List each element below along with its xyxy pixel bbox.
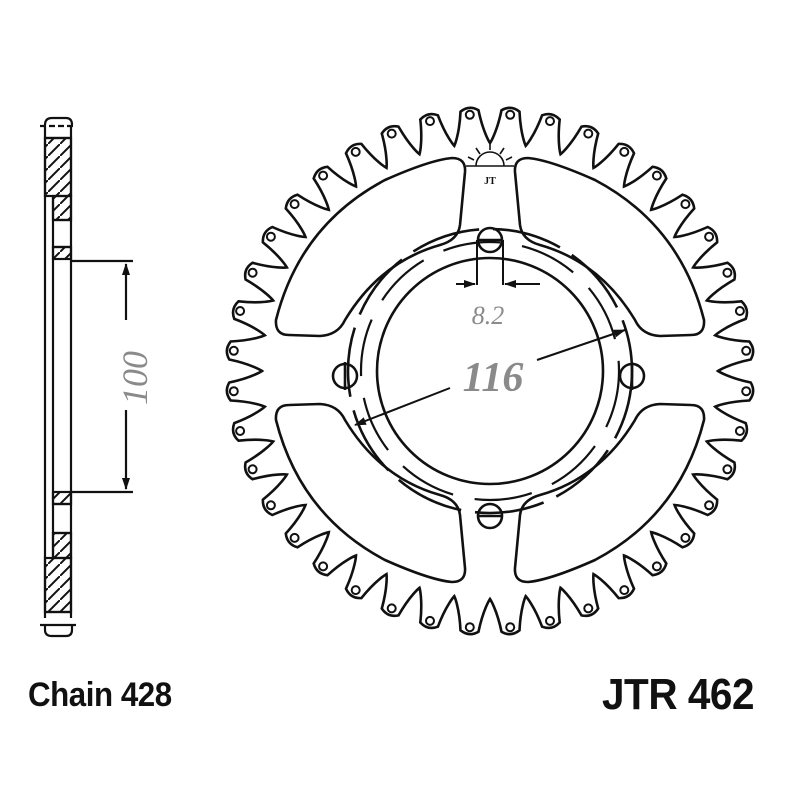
tooth-tip-mark bbox=[505, 622, 516, 633]
tooth-tip-mark bbox=[235, 306, 246, 316]
cutout-bottom-right bbox=[513, 402, 706, 584]
dimension-116: 116 bbox=[463, 355, 524, 401]
tooth-tip-mark bbox=[722, 464, 733, 475]
tooth-tip-mark bbox=[704, 500, 715, 511]
tooth-tip-mark bbox=[545, 116, 555, 127]
tooth-tip-mark bbox=[350, 585, 361, 596]
tooth-tip-mark bbox=[464, 622, 475, 633]
tooth-tip-mark bbox=[545, 615, 555, 626]
bolt-circle-dimension bbox=[354, 329, 626, 426]
bolt-circle bbox=[359, 240, 621, 502]
tooth-tip-mark bbox=[318, 170, 329, 181]
dimension-100: 100 bbox=[115, 351, 155, 405]
tooth-tip-mark bbox=[289, 532, 300, 543]
tooth-tip-mark bbox=[505, 109, 516, 120]
tooth-tip-mark bbox=[680, 532, 691, 543]
tooth-tip-mark bbox=[741, 345, 752, 356]
tooth-tip-mark bbox=[386, 128, 397, 139]
part-number-label: JTR 462 bbox=[602, 670, 755, 719]
tooth-tip-mark bbox=[265, 231, 276, 242]
tooth-tip-mark bbox=[235, 426, 246, 436]
tooth-tip-mark bbox=[386, 603, 397, 614]
tooth-tip-mark bbox=[289, 199, 300, 210]
cutout-top-left bbox=[274, 156, 467, 338]
tooth-tip-mark bbox=[247, 464, 258, 475]
tooth-tip-mark bbox=[722, 267, 733, 278]
tooth-tip-mark bbox=[734, 306, 745, 316]
tooth-tip-mark bbox=[651, 561, 662, 572]
bolt-hole-dimension bbox=[456, 240, 540, 288]
tooth-tip-mark bbox=[619, 585, 630, 596]
tooth-tip-mark bbox=[464, 109, 475, 120]
tooth-tip-mark bbox=[318, 561, 329, 572]
side-view bbox=[40, 116, 133, 638]
tooth-tip-mark bbox=[425, 615, 435, 626]
chain-size-label: Chain 428 bbox=[28, 676, 172, 714]
tooth-gap-marks bbox=[228, 109, 752, 633]
tooth-tip-mark bbox=[704, 231, 715, 242]
sprocket-front-view bbox=[225, 106, 755, 636]
tooth-tip-mark bbox=[350, 146, 361, 157]
sprocket-teeth-outline bbox=[225, 106, 755, 636]
cutout-bottom-left bbox=[274, 402, 467, 584]
dimension-8-2: 8.2 bbox=[472, 301, 505, 330]
tooth-tip-mark bbox=[265, 500, 276, 511]
jt-logo-icon bbox=[466, 144, 514, 167]
tooth-tip-mark bbox=[228, 345, 239, 356]
tooth-tip-mark bbox=[583, 603, 594, 614]
center-bore bbox=[375, 256, 605, 486]
tooth-tip-mark bbox=[583, 128, 594, 139]
tooth-tip-mark bbox=[651, 170, 662, 181]
jt-logo-text: JT bbox=[484, 176, 496, 187]
tooth-tip-mark bbox=[741, 386, 752, 397]
tooth-tip-mark bbox=[680, 199, 691, 210]
tooth-tip-mark bbox=[734, 426, 745, 436]
cutout-top-right bbox=[513, 156, 706, 338]
tooth-tip-mark bbox=[425, 116, 435, 127]
tooth-tip-mark bbox=[247, 267, 258, 278]
tooth-tip-mark bbox=[228, 386, 239, 397]
tooth-tip-mark bbox=[619, 146, 630, 157]
